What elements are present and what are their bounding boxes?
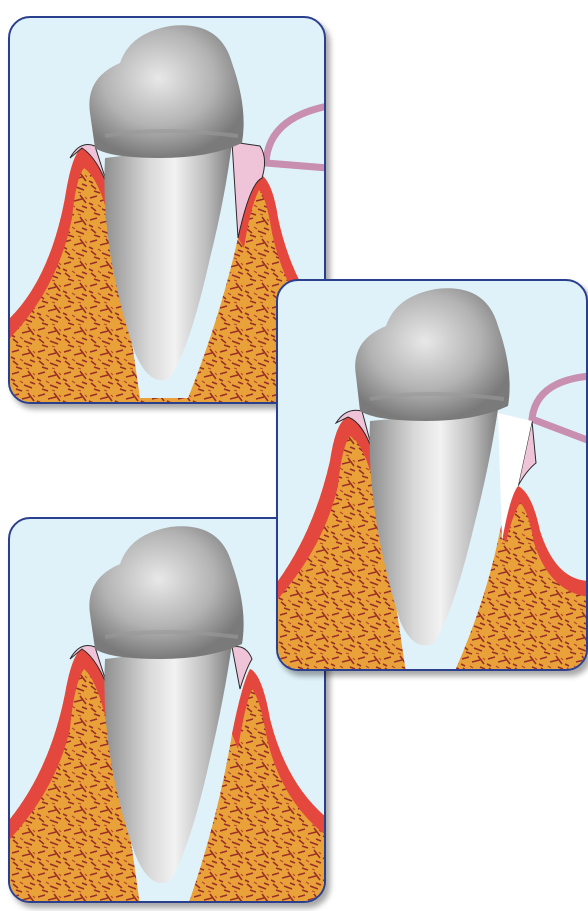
adjacent-tooth-outline — [266, 106, 326, 168]
tooth-illustration — [278, 281, 588, 671]
tooth-crown — [89, 526, 243, 659]
adjacent-tooth-outline — [532, 376, 588, 441]
diagram-panel-bone-loss — [276, 279, 588, 671]
tooth-crown — [355, 288, 509, 421]
tooth-crown — [89, 25, 243, 158]
